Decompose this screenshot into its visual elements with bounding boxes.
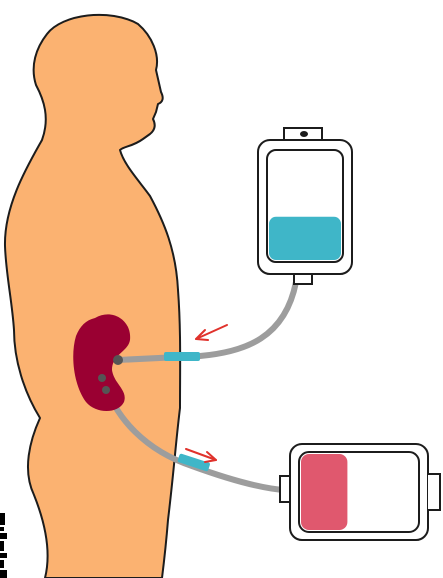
qr-code-icon [0, 513, 7, 578]
arrow-left-icon [196, 325, 227, 340]
drain-bag-fluid-level [301, 454, 347, 530]
inflow-catheter-tip-icon [113, 355, 123, 365]
fresh-bag-hanger-hole [300, 131, 308, 137]
fresh-bag-fluid-level [269, 217, 341, 260]
drain-bag-icon [280, 444, 440, 540]
drain-bag-hanger [428, 474, 440, 510]
fluid-bag-icon [258, 128, 352, 284]
human-body-silhouette [5, 15, 180, 578]
inflow-tube-connector [164, 352, 200, 361]
fresh-bag-port [294, 274, 312, 284]
